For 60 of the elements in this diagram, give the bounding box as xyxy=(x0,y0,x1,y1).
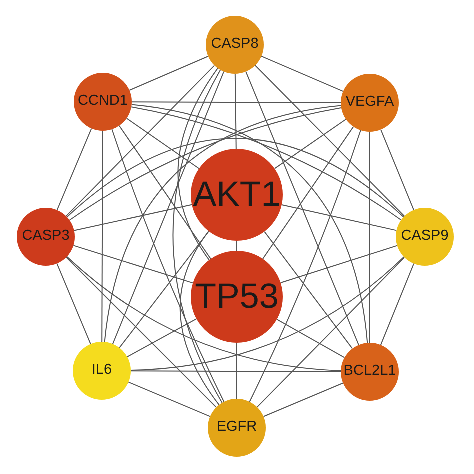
connector-line xyxy=(246,71,360,346)
connector-line xyxy=(178,68,218,261)
gene-label: EGFR xyxy=(216,420,258,436)
connector-line xyxy=(131,106,402,221)
connector-line xyxy=(130,256,405,371)
gene-label: IL6 xyxy=(92,363,112,379)
gene-node xyxy=(208,399,266,457)
gene-label: CCND1 xyxy=(78,94,128,110)
connector-line xyxy=(264,231,354,350)
connector-line xyxy=(126,318,198,358)
gene-label: VEGFA xyxy=(346,95,394,111)
connector-line xyxy=(104,105,342,343)
connector-line xyxy=(66,257,217,408)
gene-label: AKT1 xyxy=(193,176,281,214)
gene-node xyxy=(17,208,75,266)
connector-line xyxy=(281,204,398,232)
connector-line xyxy=(276,319,346,358)
connector-line xyxy=(280,245,398,284)
gene-label: CASP3 xyxy=(22,229,70,245)
connector-line xyxy=(274,119,347,170)
gene-label: CASP9 xyxy=(401,229,449,245)
connector-line xyxy=(112,129,225,402)
connector-line xyxy=(102,130,104,342)
connector-line xyxy=(73,245,194,284)
connector-line xyxy=(66,138,404,218)
connector-line xyxy=(256,257,406,408)
gene-label: BCL2L1 xyxy=(344,364,396,380)
gene-label: TP53 xyxy=(195,278,279,316)
connector-line xyxy=(380,263,415,346)
connector-line xyxy=(172,70,223,404)
gene-node xyxy=(206,16,264,74)
connector-line xyxy=(126,118,200,170)
connector-line xyxy=(56,128,92,211)
connector-line xyxy=(74,204,193,232)
connector-line xyxy=(56,263,92,345)
gene-label: CASP8 xyxy=(211,37,259,53)
connector-line xyxy=(131,104,368,344)
connector-line xyxy=(254,65,406,217)
connector-line xyxy=(262,126,354,260)
connector-line xyxy=(234,74,237,150)
connector-line xyxy=(132,102,342,104)
connector-line xyxy=(236,240,238,252)
connector-line xyxy=(180,230,220,406)
connector-line xyxy=(119,231,210,348)
connector-line xyxy=(66,256,342,372)
connector-line xyxy=(118,125,212,260)
gene-node xyxy=(191,149,283,241)
gene-node xyxy=(191,251,283,343)
connector-line xyxy=(69,108,342,221)
connector-line xyxy=(236,342,238,400)
connector-line xyxy=(380,129,414,211)
connector-line xyxy=(129,56,209,91)
gene-node xyxy=(396,208,454,266)
connector-line xyxy=(128,382,211,418)
connector-line xyxy=(130,370,342,372)
connector-line xyxy=(249,130,362,402)
connector-line xyxy=(261,56,344,92)
connector-line xyxy=(112,71,225,345)
connector-line xyxy=(263,382,344,418)
connector-line xyxy=(66,65,216,217)
